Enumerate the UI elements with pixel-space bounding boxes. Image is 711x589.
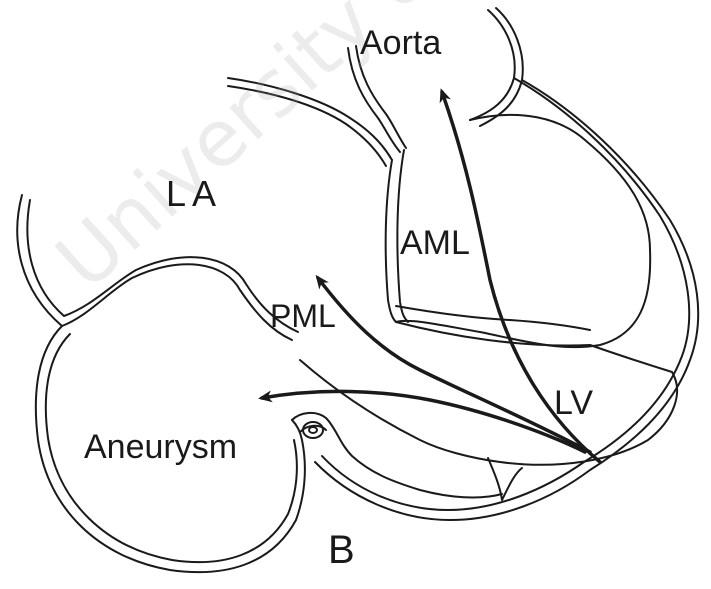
aneurysm-neck [292,413,502,498]
flow-arrow-to-left-atrium [318,278,590,452]
label-lv: LV [554,386,593,420]
lv-outer-wall-inner [322,78,689,510]
coronary-vessel-lumen [309,427,317,433]
aorta-right-wall [470,10,515,120]
label-left-atrium: LA [166,176,222,212]
mitral-annulus-line [396,306,590,330]
label-aml: AML [400,226,470,260]
aml-septum [386,160,396,322]
coronary-vessel [303,422,323,438]
label-aneurysm: Aneurysm [84,430,237,464]
label-pml: PML [270,300,336,332]
label-aorta: Aorta [360,26,441,60]
left-atrium-posterior-wall [17,195,292,340]
figure-label: B [328,530,355,570]
